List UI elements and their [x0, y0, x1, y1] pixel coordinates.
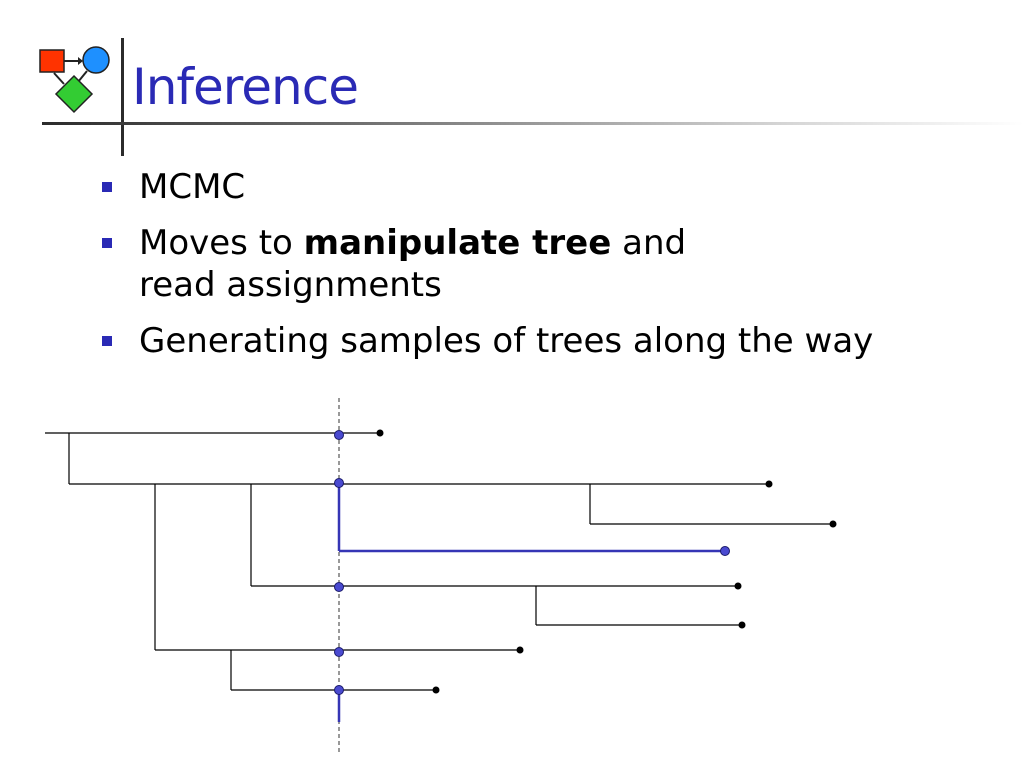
intersection-marker: [334, 478, 344, 488]
shapes-logo-icon: [39, 46, 110, 114]
cut-intersection-markers: [334, 430, 730, 695]
bullet-item: Generating samples of trees along the wa…: [102, 320, 873, 362]
leaf-node: [376, 429, 384, 437]
leaf-nodes: [376, 429, 837, 694]
intersection-marker: [334, 430, 344, 440]
moved-leaf-marker: [720, 546, 730, 556]
leaf-node: [734, 582, 742, 590]
leaf-node: [829, 520, 837, 528]
intersection-marker: [334, 685, 344, 695]
leaf-node: [738, 621, 746, 629]
tree-branches: [45, 432, 833, 691]
intersection-marker: [334, 647, 344, 657]
title-underline-rule: [42, 122, 1024, 125]
highlighted-branch: [337, 484, 725, 722]
bullet-item: MCMC: [102, 166, 873, 208]
leaf-node: [432, 686, 440, 694]
bold-phrase: manipulate tree: [303, 223, 612, 263]
leaf-node: [765, 480, 773, 488]
leaf-node: [516, 646, 524, 654]
bullet-item: Moves to manipulate tree and read assign…: [102, 222, 873, 306]
bullet-list: MCMC Moves to manipulate tree and read a…: [102, 166, 873, 362]
slide-title: Inference: [132, 58, 359, 116]
tree-diagram: [45, 398, 837, 752]
intersection-marker: [334, 582, 344, 592]
title-vertical-rule: [121, 38, 124, 156]
